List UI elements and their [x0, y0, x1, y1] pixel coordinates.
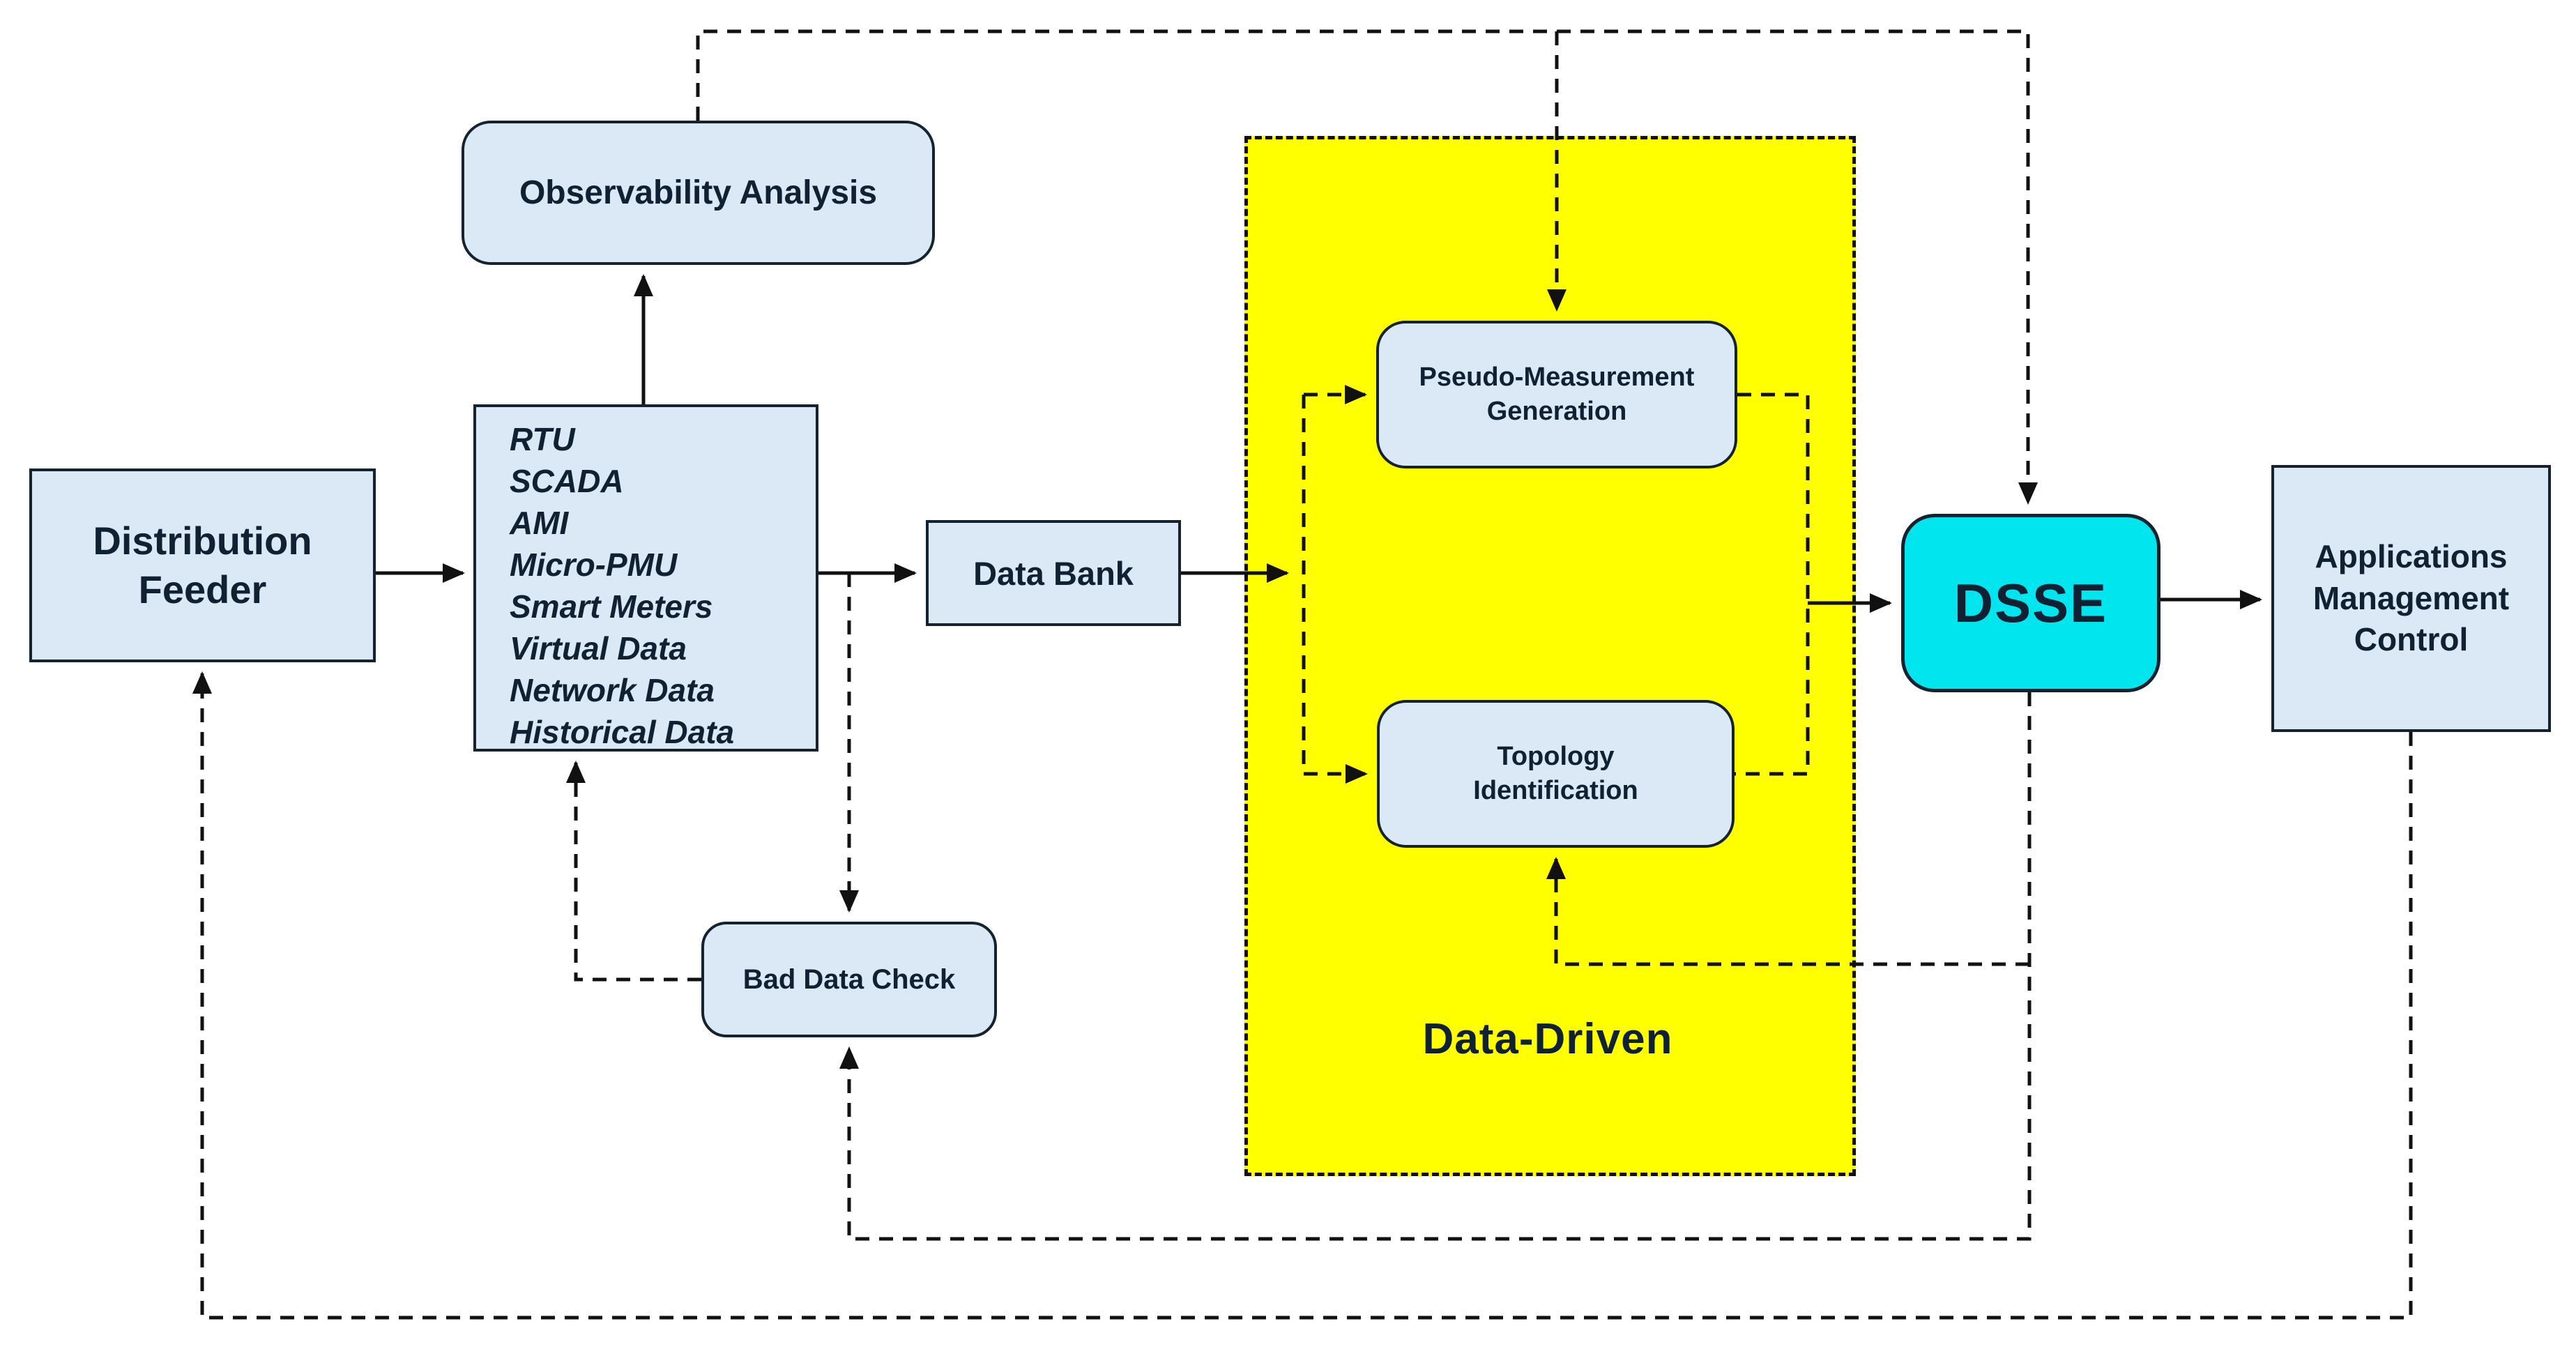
data-source-item: SCADA	[510, 463, 624, 499]
node-bad-data-check: Bad Data Check	[701, 922, 997, 1037]
node-applications-management-control: Applications Management Control	[2271, 465, 2551, 732]
node-label: Identification	[1473, 776, 1638, 805]
node-pseudo-measurement-generation: Pseudo-Measurement Generation	[1376, 321, 1737, 468]
data-source-item: Smart Meters	[510, 588, 713, 625]
data-source-item: RTU	[510, 421, 575, 457]
node-label: Topology	[1497, 741, 1615, 771]
data-source-item: Virtual Data	[510, 630, 687, 666]
node-distribution-feeder: Distribution Feeder	[29, 468, 376, 662]
data-driven-region-label: Data-Driven	[1422, 1015, 1673, 1063]
dashed-merge-outputs	[1735, 392, 1810, 776]
data-source-item: Historical Data	[510, 714, 735, 750]
node-dsse: DSSE	[1901, 514, 2160, 692]
dashed-bad-data-check-to-data-sources	[566, 761, 701, 982]
node-label: Control	[2354, 621, 2469, 658]
node-data-sources: RTU SCADA AMI Micro-PMU Smart Meters Vir…	[473, 404, 818, 752]
node-label: Pseudo-Measurement	[1419, 362, 1695, 392]
node-label: Applications	[2315, 538, 2508, 574]
node-data-bank: Data Bank	[926, 520, 1181, 626]
node-label: Generation	[1486, 397, 1627, 426]
node-topology-identification: Topology Identification	[1377, 700, 1735, 848]
dashed-observability-to-dsse-top	[696, 29, 2038, 505]
node-label: Feeder	[138, 567, 267, 611]
dashed-applications-to-feeder-loop	[192, 671, 2413, 1320]
data-source-item: AMI	[510, 505, 569, 541]
node-label: Bad Data Check	[742, 963, 956, 995]
node-label: Management	[2312, 579, 2510, 616]
node-label: Observability Analysis	[519, 174, 878, 211]
node-observability-analysis: Observability Analysis	[462, 121, 935, 265]
data-source-item: Network Data	[510, 672, 715, 708]
node-label: Distribution	[93, 519, 312, 563]
dashed-dsse-to-topology-feedback	[1546, 857, 2029, 966]
node-label: DSSE	[1953, 572, 2108, 634]
node-label: Data Bank	[973, 554, 1134, 592]
data-source-item: Micro-PMU	[510, 547, 678, 583]
